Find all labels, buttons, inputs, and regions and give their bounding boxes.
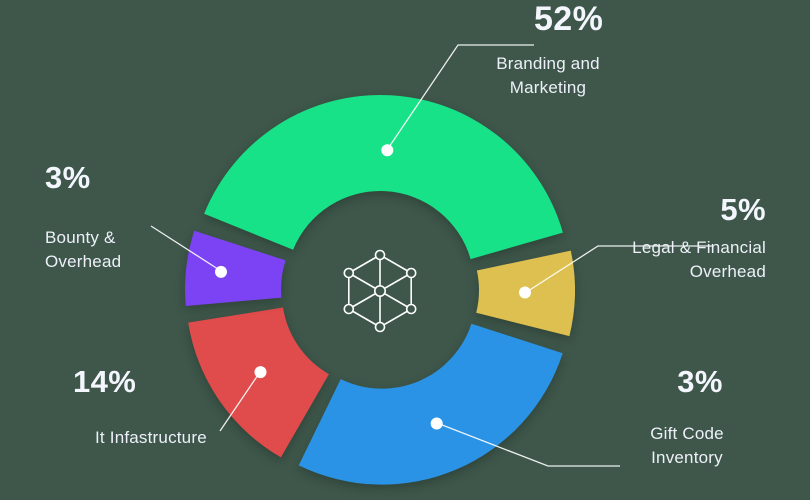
callout-dot-legal-financial-overhead xyxy=(519,286,531,299)
callout-line-it-infastructure xyxy=(219,371,261,432)
label-line: It Infastructure xyxy=(95,428,207,447)
percent-it-infastructure: 14% xyxy=(73,364,137,399)
wedge-gift-code-inventory xyxy=(298,323,563,485)
label-it-infastructure: It Infastructure xyxy=(95,426,207,450)
wedge-bounty-overhead xyxy=(185,230,286,306)
label-line: Overhead xyxy=(689,261,766,281)
label-line: Bounty & xyxy=(45,228,116,247)
callout-line-legal-financial-overhead xyxy=(524,245,712,294)
label-line: Branding and xyxy=(496,54,600,73)
label-bounty-overhead: Bounty & Overhead xyxy=(45,226,121,274)
label-line: Overhead xyxy=(45,251,122,271)
label-line: Inventory xyxy=(651,447,723,467)
percent-branding-and-marketing: 52% xyxy=(534,0,604,38)
callout-line-gift-code-inventory xyxy=(436,422,620,467)
label-line: Legal & Financial xyxy=(632,238,766,257)
callout-dot-it-infastructure xyxy=(254,366,267,379)
label-gift-code-inventory: Gift Code Inventory xyxy=(624,422,750,470)
wedge-it-infastructure xyxy=(188,307,329,458)
percent-gift-code-inventory: 3% xyxy=(677,364,723,399)
callout-line-bounty-overhead xyxy=(150,225,222,272)
label-branding-and-marketing: Branding and Marketing xyxy=(468,52,628,100)
percent-bounty-overhead: 3% xyxy=(45,160,91,195)
callout-line-branding-and-marketing xyxy=(386,44,534,151)
label-legal-financial-overhead: Legal & Financial Overhead xyxy=(600,236,766,284)
label-line: Marketing xyxy=(509,77,587,97)
percent-legal-financial-overhead: 5% xyxy=(720,192,766,227)
label-line: Gift Code xyxy=(650,424,724,443)
wedge-branding-and-marketing xyxy=(204,94,563,260)
callout-dot-gift-code-inventory xyxy=(430,417,443,430)
callout-dot-branding-and-marketing xyxy=(381,144,394,157)
callout-dot-bounty-overhead xyxy=(215,265,227,278)
blockchain-network-icon xyxy=(343,249,417,333)
